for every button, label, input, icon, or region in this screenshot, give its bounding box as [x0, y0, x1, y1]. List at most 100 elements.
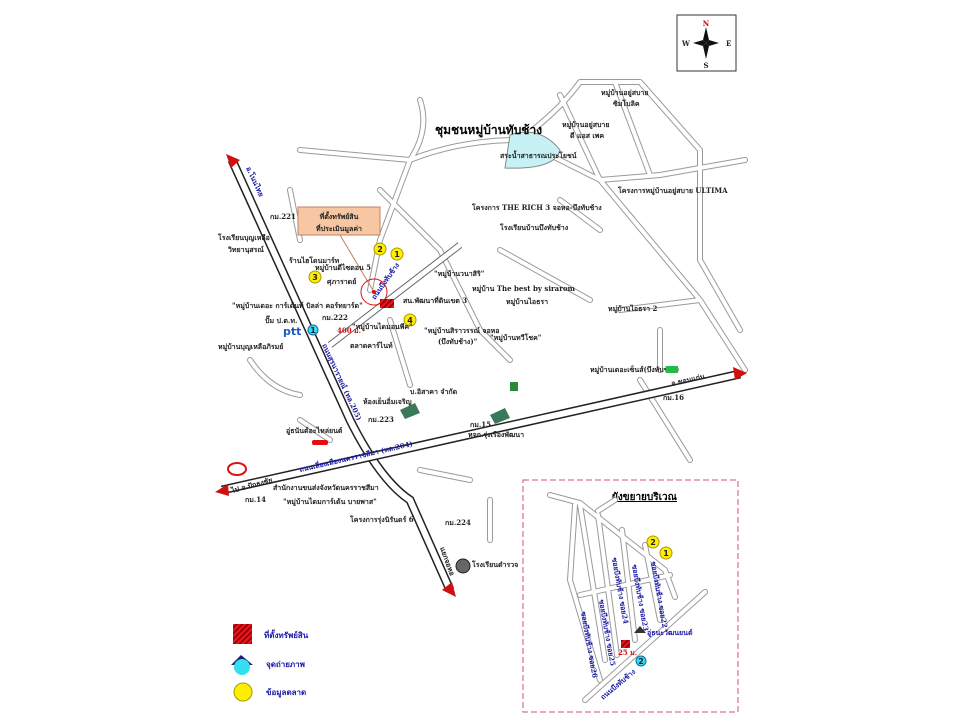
legend-market-icon: [233, 682, 253, 702]
svg-text:2: 2: [650, 538, 656, 547]
legend-property-label: ที่ตั้งทรัพย์สิน: [264, 629, 309, 640]
inset-title: ผังขยายบริเวณ: [612, 491, 678, 503]
svg-text:4: 4: [407, 316, 413, 325]
svg-text:ดี แอส เพค: ดี แอส เพค: [570, 131, 605, 140]
label-landdev: สน.พัฒนาที่ดินเขต 3: [403, 295, 467, 305]
label-aithara2: หมู่บ้านไอธรา 2: [608, 304, 658, 314]
label-km222: กม.222: [322, 313, 348, 322]
arrow-nonthai-icon: [226, 154, 240, 168]
photo-point-2[interactable]: 2: [635, 655, 647, 667]
svg-text:1: 1: [394, 250, 400, 259]
svg-text:ซิมโบลิค: ซิมโบลิค: [613, 99, 640, 108]
inset-garage: อู่ธนะวัฒนยนต์: [647, 628, 693, 638]
arrow-pakthongchai-icon: [215, 484, 229, 496]
inset-market-marker-1[interactable]: 1: [659, 546, 673, 560]
warehouse-icon: [490, 408, 510, 424]
warehouse-icon: [400, 403, 420, 419]
label-km16: กม.16: [663, 393, 684, 402]
car-icon: [312, 440, 328, 445]
highway-205: [226, 154, 456, 597]
toyota-logo-icon: [227, 462, 247, 476]
label-police-school: โรงเรียนตำรวจ: [471, 560, 518, 569]
market-marker-4[interactable]: 4: [403, 313, 417, 327]
compass-rose: N E S W: [676, 14, 737, 72]
label-boonluea-village: หมู่บ้านบุญเหลือภิรมย์: [218, 342, 283, 352]
label-dspace: หมู่บ้านอยู่สบาย: [562, 120, 609, 130]
seven-eleven-icon: [510, 382, 518, 391]
legend-market-label: ข้อมูลตลาด: [266, 687, 306, 698]
arrow-khonkaen-icon: [733, 367, 747, 380]
svg-text:1: 1: [663, 549, 669, 558]
bus-icon: [666, 366, 678, 373]
svg-text:2: 2: [638, 657, 644, 666]
label-hydromart: ร้านไฮโดนมาร์ท: [289, 256, 340, 265]
inset-property-icon: [621, 640, 630, 648]
photo-point-1[interactable]: 1: [307, 324, 319, 336]
label-suparat: ศุภาราดย์: [327, 277, 356, 286]
property-circle: [360, 278, 388, 306]
pond: [504, 131, 561, 169]
label-pond: สระน้ำสาธารณประโยชน์: [500, 149, 577, 160]
label-km221: กม.221: [270, 212, 296, 221]
label-ptt-station: ปั๊ม ป.ต.ท.: [265, 315, 297, 325]
label-garden-villa: "หมู่บ้านเดอะ การ์เด้นท์ บิลล่า คอร์ทยาร…: [232, 301, 363, 311]
label-km223: กม.223: [368, 415, 394, 424]
label-thebest: หมู่บ้าน The best by sirarom: [472, 284, 576, 294]
label-symbolic: หมู่บ้านอยู่สบาย: [601, 88, 648, 98]
legend-property-icon: [233, 624, 252, 644]
market-marker-3[interactable]: 3: [308, 270, 322, 284]
label-km224: กม.224: [445, 518, 471, 527]
compass-west: W: [681, 39, 690, 48]
label-to-pakthongchai: ไป อ.ปักธงชัย: [229, 475, 273, 495]
label-wanasiri: "หมู่บ้านวนาสิริ": [434, 269, 484, 279]
minor-roads: [247, 79, 748, 543]
place-labels: สระน้ำสาธารณประโยชน์ หมู่บ้านอยู่สบาย ซิ…: [217, 88, 728, 569]
svg-text:(บึงทับช้าง)": (บึงทับช้าง)": [438, 337, 477, 346]
community-title: ชุมชนหมู่บ้านทับช้าง: [435, 123, 542, 138]
label-isaka: บ.อิสาคา จำกัด: [410, 387, 458, 396]
label-diamondpeak: "หมู่บ้านไดมอนพีค": [352, 322, 413, 332]
label-rungruang: หจก.รุ่งเรืองพัฒนา: [468, 430, 524, 439]
svg-text:1: 1: [310, 326, 316, 335]
callout-line1: ที่ตั้งทรัพย์สิน: [319, 210, 358, 221]
label-garage: อู่ธนันต์อะไหล่ยนต์: [286, 426, 343, 436]
label-transport-office: สำนักงานขนส่งจังหวัดนครราชสีมา: [273, 483, 379, 492]
compass-south: S: [703, 61, 708, 70]
label-km14: กม.14: [245, 495, 266, 504]
label-siravan: "หมู่บ้านสิราวรรณ์ จอหอ: [424, 326, 500, 336]
svg-text:2: 2: [377, 245, 383, 254]
svg-text:วิทยานุสรณ์: วิทยานุสรณ์: [227, 245, 264, 254]
label-carnight: ตลาดคาร์ไนท์: [350, 341, 393, 350]
label-coldstore: ห้องเย็นอิ่มเจริญ: [363, 396, 412, 406]
label-ultima: โครงการหมู่บ้านอยู่สบาย ULTIMA: [617, 186, 728, 196]
highway-204: [215, 367, 747, 496]
property-callout: ที่ตั้งทรัพย์สิน ที่ประเมินมูลค่า: [297, 206, 388, 306]
label-thawichok: "หมู่บ้านทวีโชค": [490, 333, 541, 343]
inset-garage-icon: [634, 626, 646, 633]
compass-north: N: [703, 19, 710, 28]
road-bueng-thap-chang: [328, 243, 462, 347]
ptt-logo: ptt: [283, 325, 301, 338]
arrow-chohor-icon: [442, 582, 456, 597]
legend: ที่ตั้งทรัพย์สิน จุดถ่ายภาพ ข้อมูลตลาด: [231, 624, 309, 702]
inset-distance: 25 ม.: [618, 648, 637, 657]
police-school-icon: [455, 558, 471, 574]
svg-text:3: 3: [312, 273, 318, 282]
callout-line2: ที่ประเมินมูลค่า: [316, 223, 362, 234]
inset-market-marker-2[interactable]: 2: [646, 535, 660, 549]
label-designdon: หมู่บ้านดีไซดอน 5: [315, 263, 371, 273]
compass-east: E: [726, 39, 731, 48]
label-school-boonluea: โรงเรียนบุญเหลือ: [217, 233, 270, 242]
label-km15: กม.15: [470, 420, 491, 429]
market-marker-2[interactable]: 2: [373, 242, 387, 256]
inset-map: ผังขยายบริเวณ ซอยบึงทับช้าง ซอย26 ซอยบึง…: [522, 479, 739, 713]
legend-photo-label: จุดถ่ายภาพ: [266, 659, 305, 670]
label-400m: 400 ม.: [337, 326, 361, 335]
label-diamond-garden: "หมู่บ้านไดมการ์เด้น บายพาส": [283, 497, 377, 507]
market-marker-1[interactable]: 1: [390, 247, 404, 261]
label-thesense: หมู่บ้านเดอะเซ็นส์(บึงทับช้าง): [590, 365, 679, 375]
label-rungnirun: โครงการรุ่งนิรันดร์ 6: [349, 515, 414, 524]
label-school-bueng: โรงเรียนบ้านบึงทับช้าง: [499, 223, 569, 232]
property-location-icon: [380, 299, 394, 308]
